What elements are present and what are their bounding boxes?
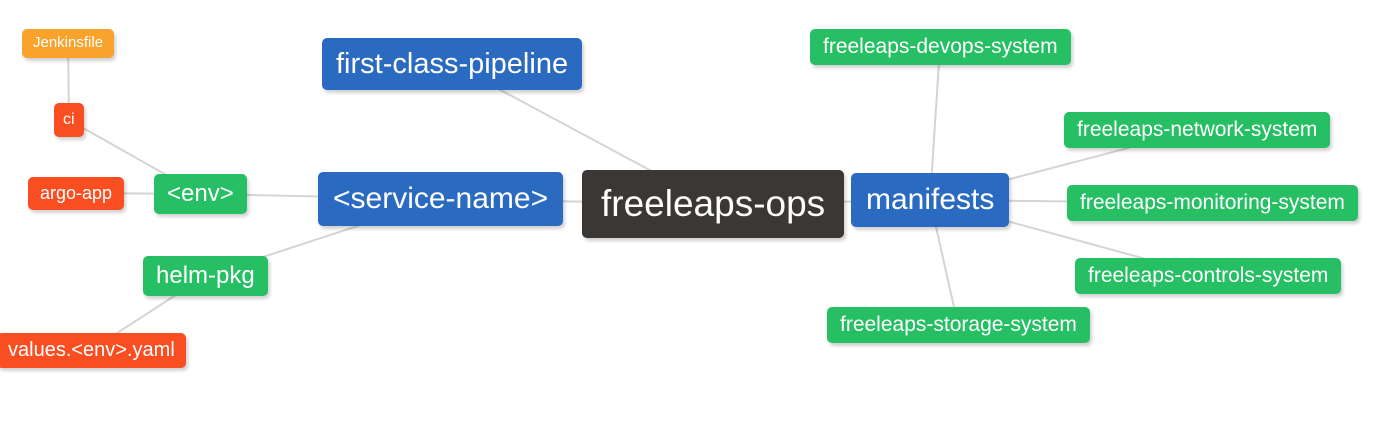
- node-label: ci: [63, 111, 75, 128]
- node-first-class-pipeline[interactable]: first-class-pipeline: [322, 38, 583, 91]
- node-label: Jenkinsfile: [33, 34, 104, 51]
- node-label: freeleaps-ops: [601, 183, 826, 224]
- node-freeleaps-devops-system[interactable]: freeleaps-devops-system: [810, 29, 1071, 66]
- node-freeleaps-controls-system[interactable]: freeleaps-controls-system: [1075, 258, 1342, 295]
- node-ci[interactable]: ci: [54, 103, 84, 137]
- node-label: manifests: [866, 183, 995, 216]
- node-jenkinsfile[interactable]: Jenkinsfile: [22, 29, 115, 58]
- node-label: values.<env>.yaml: [8, 339, 175, 361]
- node-label: helm-pkg: [156, 262, 255, 289]
- node-label: <env>: [167, 180, 234, 207]
- node-label: first-class-pipeline: [336, 48, 569, 80]
- node-helm-pkg[interactable]: helm-pkg: [143, 256, 268, 296]
- node-env[interactable]: <env>: [154, 174, 247, 214]
- node-label: argo-app: [40, 183, 113, 203]
- node-label: freeleaps-controls-system: [1088, 264, 1329, 287]
- node-freeleaps-ops[interactable]: freeleaps-ops: [582, 170, 845, 239]
- node-label: freeleaps-network-system: [1077, 118, 1318, 141]
- node-label: freeleaps-storage-system: [840, 313, 1077, 336]
- node-manifests[interactable]: manifests: [851, 173, 1010, 227]
- node-freeleaps-network-system[interactable]: freeleaps-network-system: [1064, 112, 1331, 149]
- node-label: freeleaps-devops-system: [823, 35, 1058, 58]
- node-values-env-yaml[interactable]: values.<env>.yaml: [0, 333, 186, 368]
- node-freeleaps-storage-system[interactable]: freeleaps-storage-system: [827, 307, 1090, 344]
- node-label: <service-name>: [333, 182, 549, 215]
- node-service-name[interactable]: <service-name>: [318, 172, 564, 226]
- node-argo-app[interactable]: argo-app: [28, 177, 125, 210]
- node-freeleaps-monitoring-system[interactable]: freeleaps-monitoring-system: [1067, 185, 1358, 222]
- node-label: freeleaps-monitoring-system: [1080, 191, 1345, 214]
